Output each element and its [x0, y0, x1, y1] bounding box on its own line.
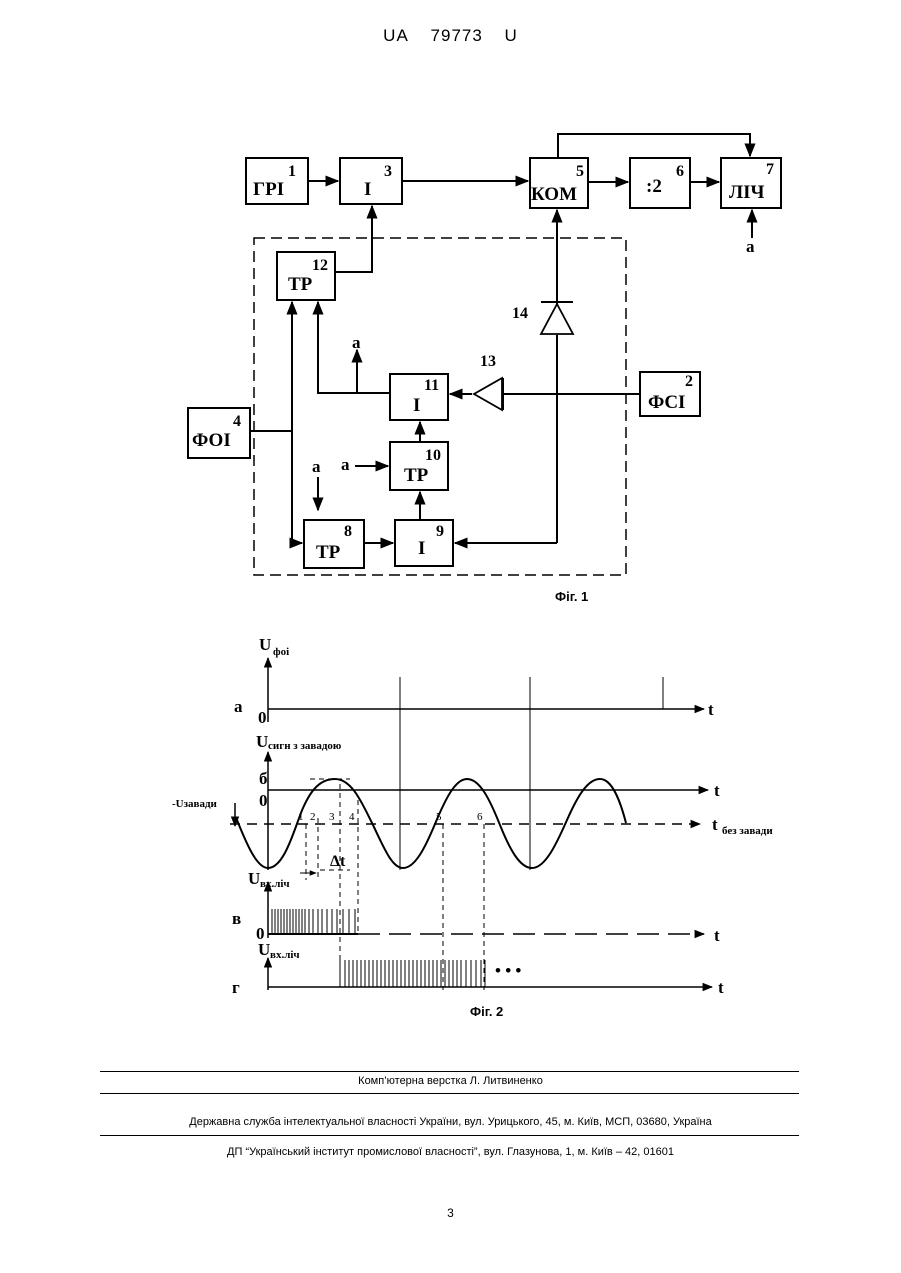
row-b-t: t — [714, 781, 720, 800]
delta-t-label: Δt — [330, 853, 346, 870]
t-without-noise: t — [712, 815, 718, 834]
page-number: 3 — [0, 1206, 901, 1220]
block-9-num: 9 — [436, 523, 444, 540]
block-6-num: 6 — [676, 163, 684, 180]
pulse-train-v — [272, 909, 355, 934]
row-b-ylabel-sub: сигн з завадою — [268, 740, 341, 752]
block-1-num: 1 — [288, 163, 296, 180]
t-without-noise-sub: без завади — [722, 825, 773, 837]
figure-2-diagram — [230, 658, 712, 990]
row-g-letter: г — [232, 978, 240, 997]
block-10-num: 10 — [425, 447, 441, 464]
noise-level-label: -Uзавади — [172, 798, 218, 810]
row-a-t: t — [708, 700, 714, 719]
footer-institute-address: ДП “Український інститут промислової вла… — [0, 1146, 901, 1158]
block-12-num: 12 — [312, 257, 328, 274]
footer-layout-credit: Комп’ютерна верстка Л. Литвиненко — [0, 1075, 901, 1087]
row-g-ylabel: U — [258, 940, 270, 959]
block-2-num: 2 — [685, 373, 693, 390]
input-a-8: а — [312, 457, 321, 476]
block-8-name: ТР — [316, 542, 341, 563]
row-g-ellipsis: • • • — [495, 961, 521, 980]
block-3-name: І — [364, 179, 371, 200]
row-a-ylabel-sub: фоі — [273, 646, 289, 658]
row-v-letter: в — [232, 909, 241, 928]
mark-2: 2 — [310, 811, 316, 823]
block-7-name: ЛІЧ — [729, 182, 765, 203]
block-3-num: 3 — [384, 163, 392, 180]
row-b-zero: 0 — [259, 791, 268, 810]
diode-13-symbol — [474, 378, 502, 410]
pulse-train-g — [345, 960, 485, 987]
row-a-ylabel: U — [259, 635, 271, 654]
input-a-10: а — [341, 455, 350, 474]
block-6-name: :2 — [646, 176, 662, 197]
block-5-num: 5 — [576, 163, 584, 180]
block-12-name: ТР — [288, 274, 313, 295]
diode-14-symbol — [541, 304, 573, 334]
row-a-zero: 0 — [258, 708, 267, 727]
row-b-ylabel: U — [256, 732, 268, 751]
block-9-name: І — [418, 538, 425, 559]
diode-13-label: 13 — [480, 353, 496, 370]
figure-2-labels: U фоі а 0 t U сигн з завадою б 0 t -Uзав… — [172, 635, 773, 1019]
footer-rule-2 — [100, 1093, 799, 1094]
figure-1-caption: Фіг. 1 — [555, 589, 588, 604]
block-4-name: ФОІ — [192, 430, 231, 451]
block-7-num: 7 — [766, 161, 774, 178]
block-10-name: ТР — [404, 465, 429, 486]
block-11-num: 11 — [424, 377, 439, 394]
footer-agency-address: Державна служба інтелектуальної власност… — [0, 1116, 901, 1128]
block-5-name: КОМ — [531, 184, 577, 205]
input-a-11: а — [352, 333, 361, 352]
mark-3: 3 — [329, 811, 335, 823]
diode-14-label: 14 — [512, 305, 528, 322]
signal-with-noise-curve — [237, 779, 626, 868]
figure-1-labels: ГРІ 1 І 3 КОМ 5 :2 6 ЛІЧ 7 а ТР 12 14 13… — [192, 161, 774, 604]
footer-rule-3 — [100, 1135, 799, 1136]
mark-6: 6 — [477, 811, 483, 823]
row-b-letter: б — [259, 769, 268, 788]
mark-4: 4 — [349, 811, 355, 823]
footer-rule-1 — [100, 1071, 799, 1072]
figure-2-caption: Фіг. 2 — [470, 1004, 503, 1019]
row-g-t: t — [718, 978, 724, 997]
block-11-name: І — [413, 395, 420, 416]
block-4-num: 4 — [233, 413, 241, 430]
input-a-top: а — [746, 237, 755, 256]
mark-5: 5 — [436, 811, 442, 823]
row-v-ylabel-sub: вх.ліч — [260, 878, 290, 890]
mark-1: 1 — [298, 811, 304, 823]
row-v-ylabel: U — [248, 869, 260, 888]
row-v-t: t — [714, 926, 720, 945]
block-2-name: ФСІ — [648, 392, 685, 413]
row-g-ylabel-sub: вх.ліч — [270, 949, 300, 961]
block-8-num: 8 — [344, 523, 352, 540]
block-1-name: ГРІ — [253, 179, 284, 200]
row-a-letter: а — [234, 697, 243, 716]
